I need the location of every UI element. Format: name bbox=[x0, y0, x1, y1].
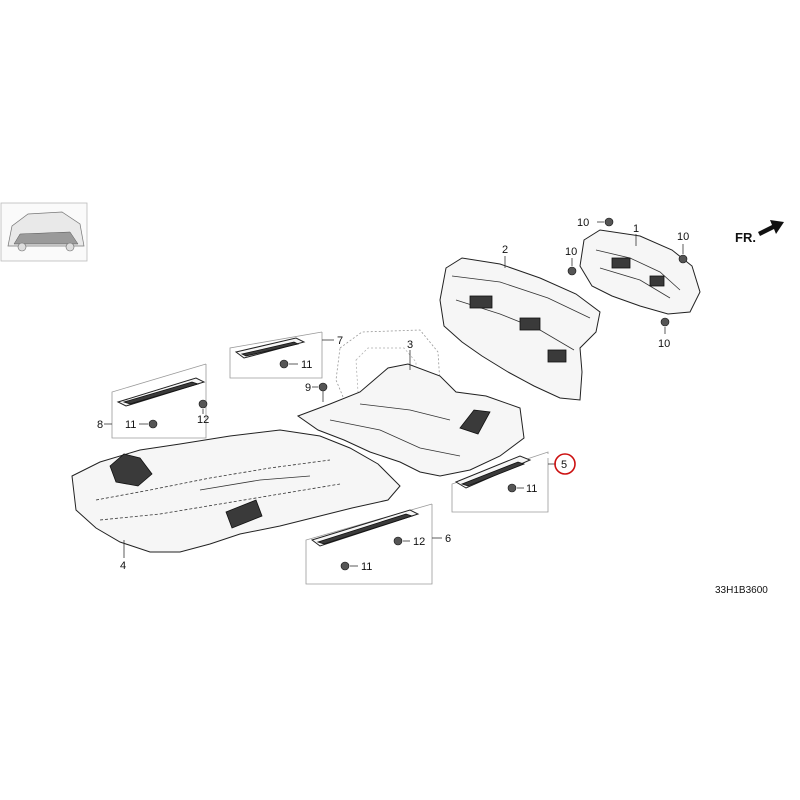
callout-10: 10 bbox=[658, 338, 670, 350]
callout-9: 9 bbox=[305, 382, 311, 394]
callout-12: 12 bbox=[413, 536, 425, 548]
callout-11: 11 bbox=[301, 359, 312, 371]
front-direction-indicator: FR. bbox=[735, 220, 784, 245]
part-2-dash-lower-insulator bbox=[439, 257, 601, 401]
part-4-rear-floor-carpet bbox=[71, 429, 401, 553]
clip-12-icon bbox=[198, 399, 208, 409]
clip-10-icon bbox=[678, 254, 688, 264]
clip-9 bbox=[312, 382, 328, 402]
callout-10: 10 bbox=[565, 246, 577, 258]
callout-11: 11 bbox=[125, 419, 136, 431]
callout-12: 12 bbox=[197, 414, 209, 426]
clip-11-icon bbox=[148, 419, 158, 429]
callout-6: 6 bbox=[445, 533, 451, 545]
callout-8: 8 bbox=[97, 419, 103, 431]
clip-11-icon bbox=[507, 483, 517, 493]
clip-11-icon bbox=[340, 561, 350, 571]
callout-11: 11 bbox=[526, 483, 537, 495]
vehicle-thumbnail bbox=[0, 202, 88, 262]
clip-10-icon bbox=[567, 266, 577, 276]
callout-11: 11 bbox=[361, 561, 372, 573]
part-7-group bbox=[229, 331, 323, 379]
callout-7: 7 bbox=[337, 335, 343, 347]
callout-3: 3 bbox=[407, 339, 413, 351]
arrow-right-icon bbox=[758, 220, 784, 236]
clip-10-icon bbox=[604, 217, 614, 227]
part-1-dash-insulator bbox=[579, 229, 701, 315]
clip-12-icon bbox=[393, 536, 403, 546]
callout-2: 2 bbox=[502, 244, 508, 256]
front-label: FR. bbox=[735, 230, 756, 245]
part-3-front-floor-carpet bbox=[296, 363, 525, 477]
part-8-group bbox=[111, 363, 208, 439]
part-6-group bbox=[305, 503, 433, 585]
clip-9-icon bbox=[318, 382, 328, 392]
clip-11-icon bbox=[279, 359, 289, 369]
callout-1: 1 bbox=[633, 223, 639, 235]
highlight-ring bbox=[554, 453, 576, 475]
part-5-group bbox=[451, 451, 549, 513]
callout-10: 10 bbox=[577, 217, 589, 229]
drawing-code: 33H1B3600 bbox=[715, 585, 768, 596]
callout-4: 4 bbox=[120, 560, 126, 572]
callout-5: 5 bbox=[561, 459, 567, 471]
clip-10-icon bbox=[660, 317, 670, 327]
callout-10: 10 bbox=[677, 231, 689, 243]
clips-10 bbox=[567, 217, 688, 334]
